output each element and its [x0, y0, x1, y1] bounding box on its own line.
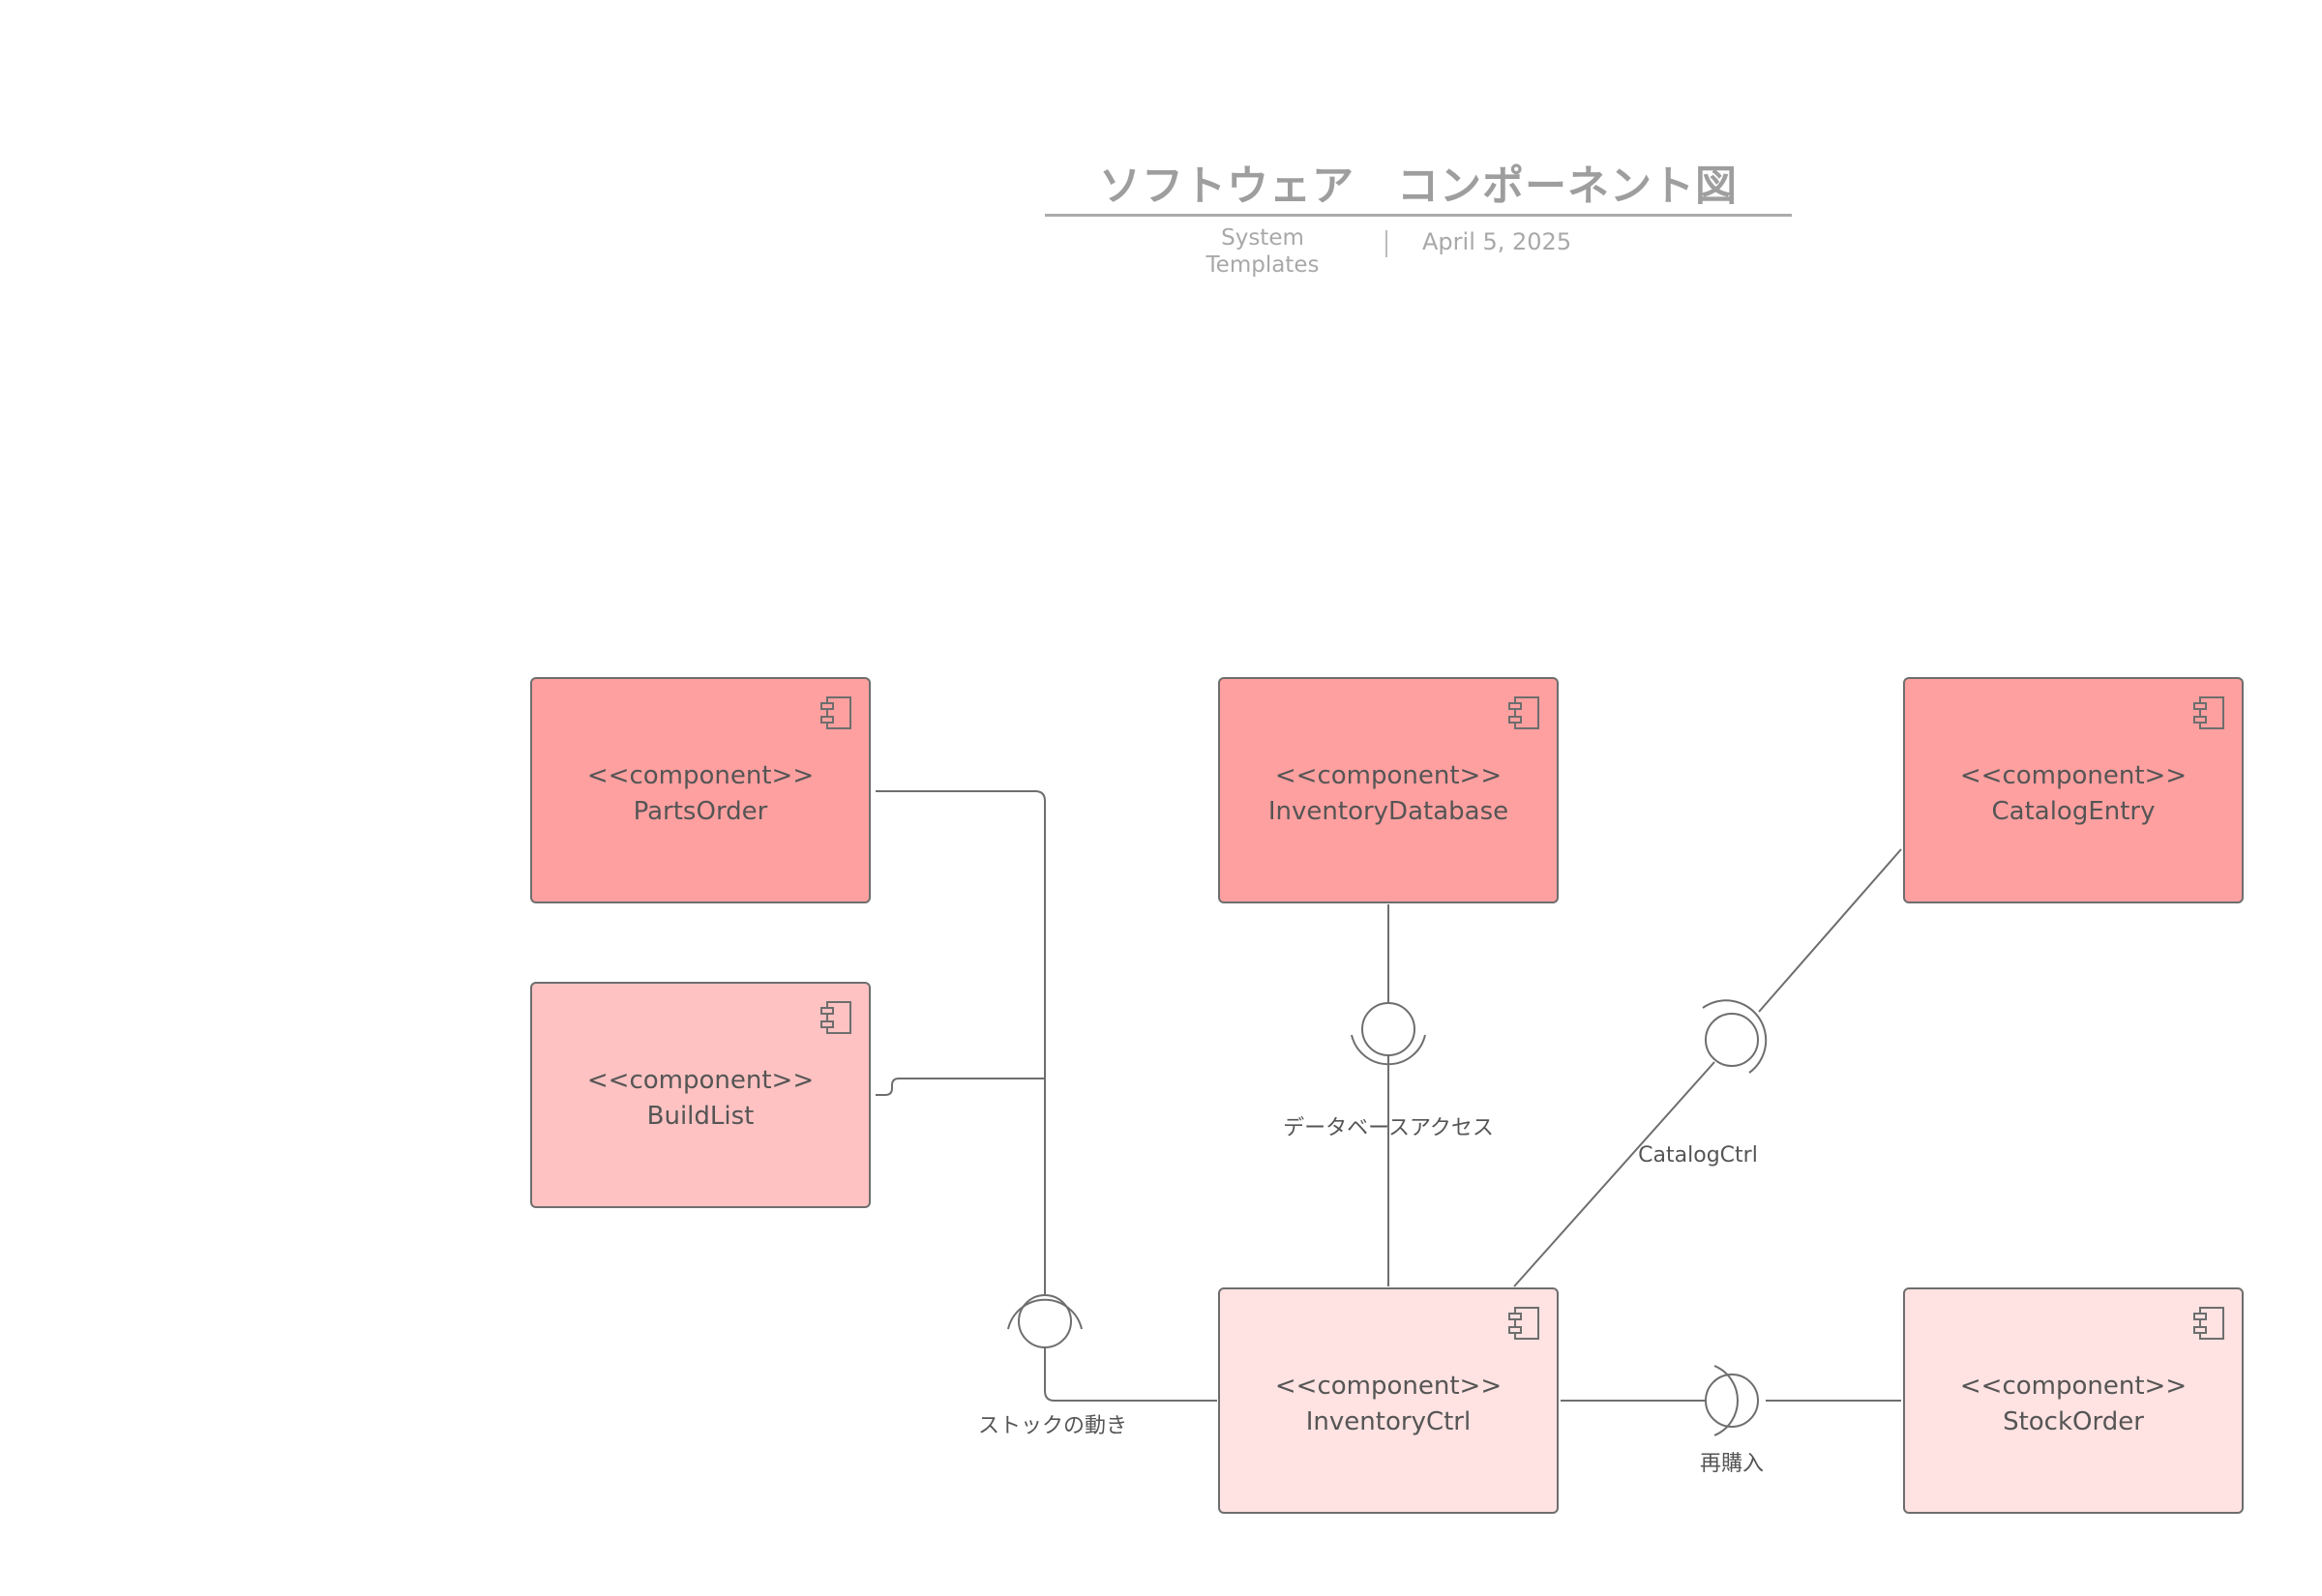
component-label: <<component>> InventoryCtrl — [1220, 1369, 1557, 1440]
component-name: InventoryCtrl — [1305, 1407, 1472, 1436]
component-build-list[interactable]: <<component>> BuildList — [530, 982, 871, 1208]
interface-ball-repurchase — [1705, 1374, 1759, 1428]
component-stereotype: <<component>> — [1274, 761, 1503, 790]
component-label: <<component>> StockOrder — [1905, 1369, 2242, 1440]
component-label: <<component>> PartsOrder — [532, 758, 869, 830]
page-title: ソフトウェア コンポーネント図 — [1099, 163, 1738, 211]
component-label: <<component>> InventoryDatabase — [1220, 758, 1557, 830]
component-name: CatalogEntry — [1991, 797, 2156, 826]
interface-socket-stock-movement — [1007, 1298, 1083, 1330]
connector-build-list — [876, 1078, 1045, 1096]
component-name: PartsOrder — [633, 797, 768, 826]
interface-ball-stock-movement — [1018, 1294, 1072, 1348]
component-icon — [820, 1001, 851, 1034]
component-stereotype: <<component>> — [586, 761, 815, 790]
connector-stock-movement — [1044, 1348, 1217, 1402]
header-separator — [1385, 230, 1387, 257]
interface-socket-catalog-ctrl — [1702, 999, 1768, 1074]
component-icon — [1508, 1307, 1539, 1340]
component-name: BuildList — [646, 1102, 755, 1131]
component-icon — [820, 696, 851, 729]
interface-label-stock-movement: ストックの動き — [977, 1414, 1127, 1438]
interface-socket-database-access — [1351, 1034, 1426, 1066]
component-label: <<component>> BuildList — [532, 1063, 869, 1135]
interface-label-database-access: データベースアクセス — [1283, 1116, 1494, 1140]
component-name: StockOrder — [2003, 1407, 2144, 1436]
interface-label-catalog-ctrl: CatalogCtrl — [1638, 1143, 1758, 1167]
interface-ball-catalog-ctrl — [1705, 1013, 1759, 1067]
component-stereotype: <<component>> — [1274, 1372, 1503, 1401]
component-catalog-entry[interactable]: <<component>> CatalogEntry — [1903, 677, 2244, 903]
connector-catalog-upper — [1758, 848, 1902, 1013]
component-inventory-ctrl[interactable]: <<component>> InventoryCtrl — [1218, 1287, 1559, 1514]
interface-ball-database-access — [1361, 1002, 1415, 1056]
author-label: System Templates — [1206, 225, 1320, 278]
connector-catalog-lower — [1513, 1061, 1715, 1287]
component-parts-order[interactable]: <<component>> PartsOrder — [530, 677, 871, 903]
component-icon — [2193, 696, 2224, 729]
component-stereotype: <<component>> — [586, 1066, 815, 1095]
component-stock-order[interactable]: <<component>> StockOrder — [1903, 1287, 2244, 1514]
title-underline — [1045, 214, 1792, 217]
component-inventory-database[interactable]: <<component>> InventoryDatabase — [1218, 677, 1559, 903]
component-name: InventoryDatabase — [1267, 797, 1509, 826]
interface-socket-repurchase — [1713, 1365, 1739, 1436]
component-stereotype: <<component>> — [1959, 1372, 2188, 1401]
interface-label-repurchase: 再購入 — [1699, 1452, 1764, 1476]
component-icon — [2193, 1307, 2224, 1340]
connector-parts-order — [876, 790, 1046, 1294]
component-label: <<component>> CatalogEntry — [1905, 758, 2242, 830]
component-icon — [1508, 696, 1539, 729]
date-label: April 5, 2025 — [1422, 228, 1572, 255]
component-stereotype: <<component>> — [1959, 761, 2188, 790]
